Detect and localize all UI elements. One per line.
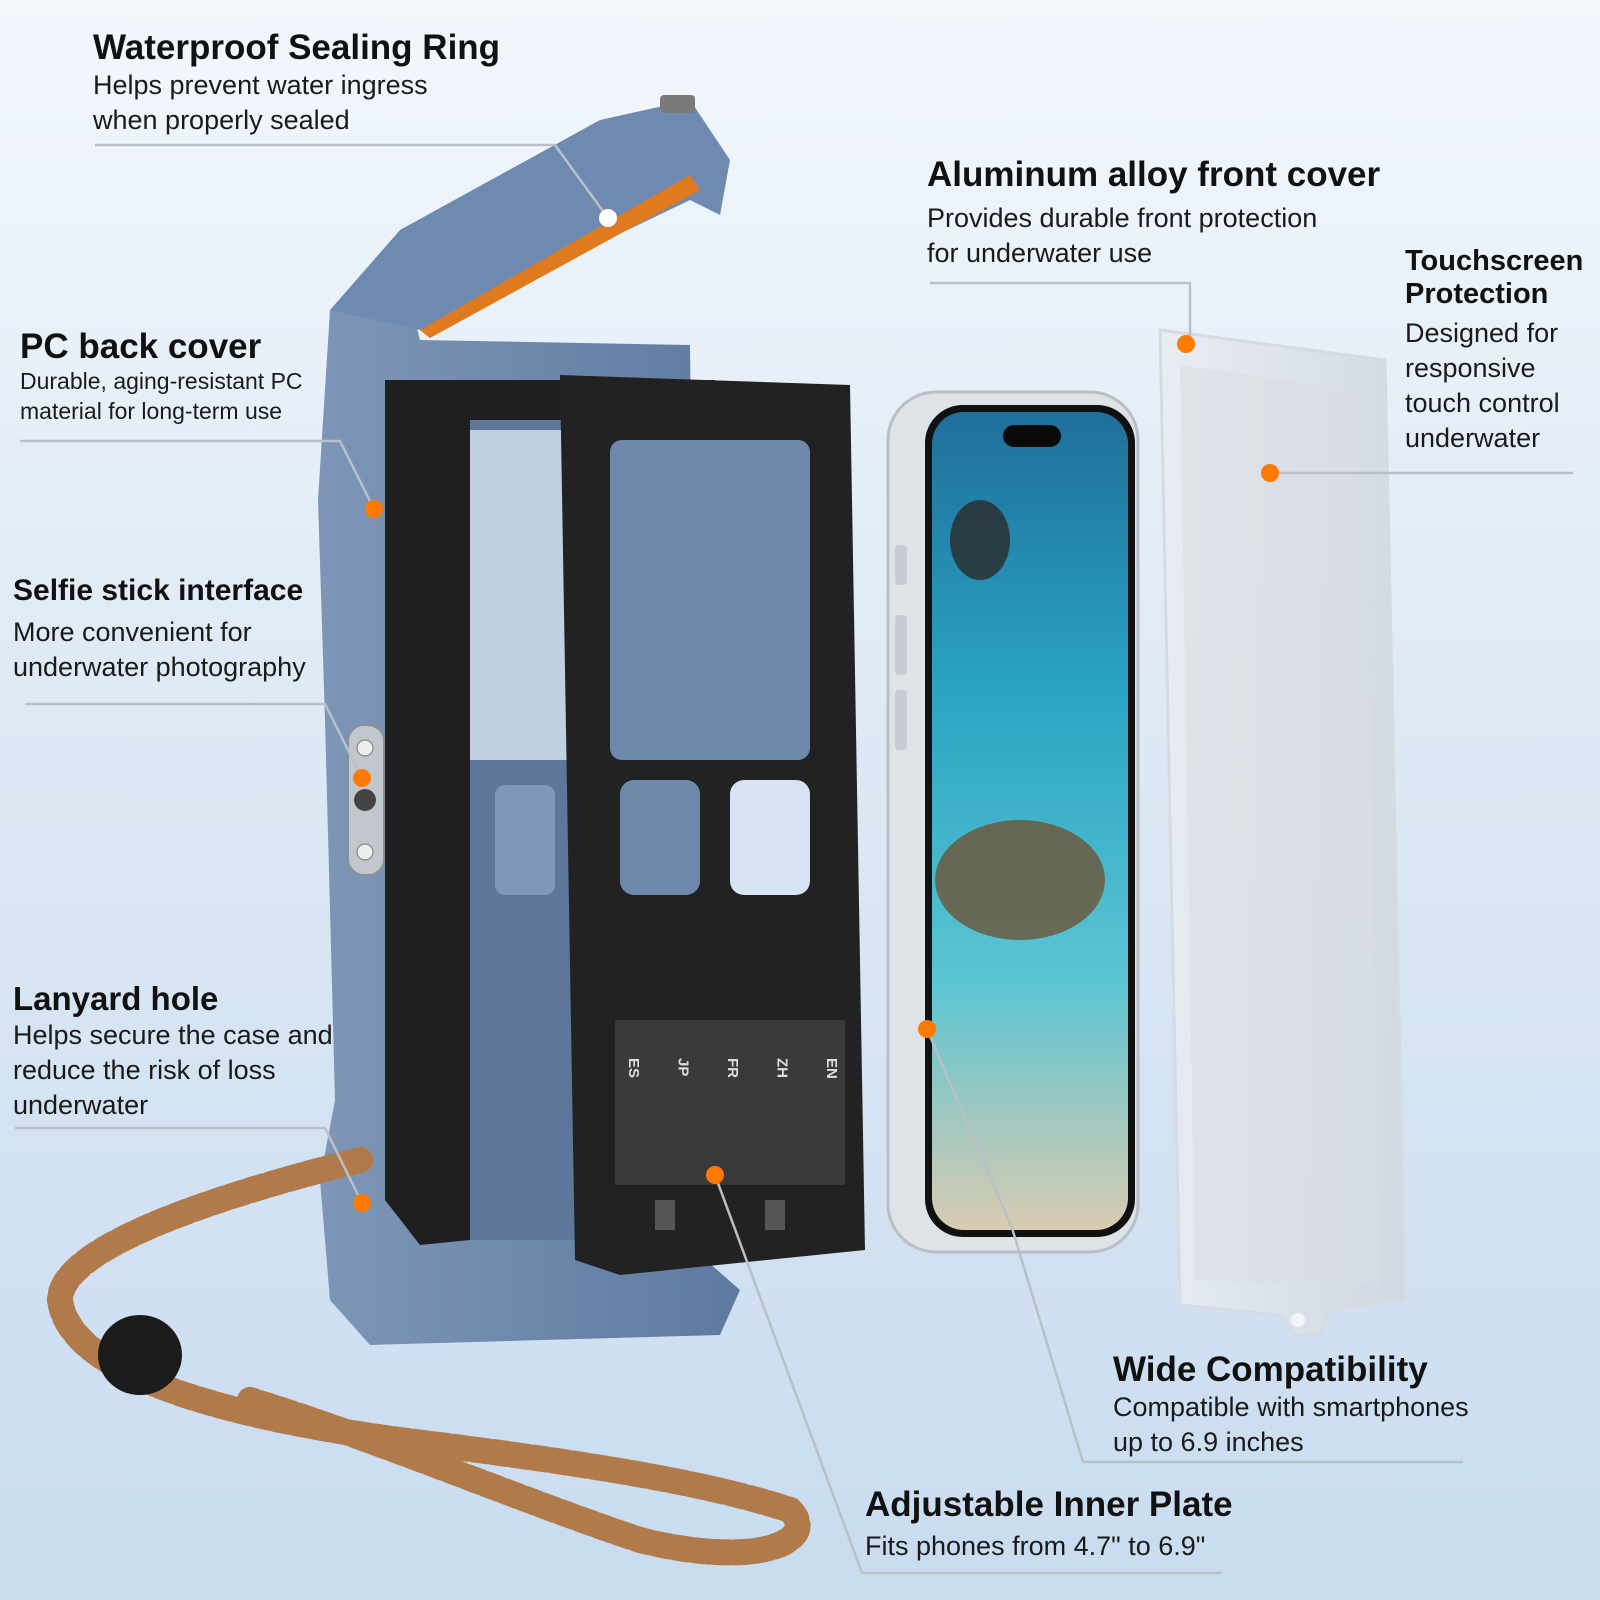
callout-text: underwater [1405, 422, 1541, 453]
sealing-ring-strip [420, 175, 700, 338]
callout-pc-back-cover: PC back cover Durable, aging-resistant P… [20, 327, 303, 427]
plate-lang: EN [823, 1058, 840, 1079]
callout-text: underwater photography [13, 651, 306, 682]
dot-inner-plate [706, 1166, 724, 1184]
callout-selfie-stick: Selfie stick interface More convenient f… [13, 574, 306, 685]
callout-text: Durable, aging-resistant PC [20, 368, 303, 395]
callout-title: Lanyard hole [13, 980, 219, 1017]
selfie-stick-mount [347, 724, 385, 876]
callout-inner-plate: Adjustable Inner Plate Fits phones from … [865, 1485, 1233, 1564]
dot-selfie-stick [353, 769, 371, 787]
callout-text: up to 6.9 inches [1113, 1427, 1304, 1458]
diver [950, 500, 1010, 580]
callout-title: Touchscreen [1405, 245, 1584, 277]
callout-text: responsive [1405, 352, 1536, 383]
dot-pc-back-cover [365, 500, 383, 518]
sea-turtle [935, 820, 1105, 940]
callout-text: reduce the risk of loss [13, 1055, 276, 1086]
dot-touchscreen [1261, 464, 1279, 482]
callout-text: Designed for [1405, 317, 1559, 348]
dot-front-cover [1177, 335, 1195, 353]
callout-text: More convenient for [13, 616, 252, 647]
plate-language-tabs: ES JP FR ZH EN [625, 1058, 840, 1079]
lanyard [46, 1147, 811, 1566]
callout-text: when properly sealed [93, 105, 350, 136]
callout-title: Adjustable Inner Plate [865, 1485, 1233, 1524]
plate-lang: ES [625, 1058, 642, 1079]
thumb-screw [660, 95, 695, 113]
callout-text: Helps prevent water ingress [93, 70, 428, 101]
callout-text: Provides durable front protection [927, 203, 1318, 234]
plate-lang: ZH [773, 1058, 791, 1078]
lanyard-cord-lock [98, 1315, 182, 1395]
dynamic-island [1003, 425, 1061, 447]
plate-lang: JP [674, 1058, 692, 1077]
touchscreen-cover [1158, 328, 1407, 1337]
smartphone [886, 390, 1140, 1254]
callout-title: Aluminum alloy front cover [927, 155, 1381, 194]
callout-title: Wide Compatibility [1113, 1350, 1428, 1389]
callout-dots [353, 209, 1279, 1212]
dot-compatibility [918, 1020, 936, 1038]
callout-title: PC back cover [20, 327, 262, 366]
dot-lanyard-hole [353, 1194, 371, 1212]
callout-text: Helps secure the case and [13, 1019, 333, 1050]
lid-clamp [330, 95, 730, 338]
callout-front-cover: Aluminum alloy front cover Provides dura… [927, 155, 1380, 271]
callout-text: material for long-term use [20, 398, 283, 425]
callout-title: Selfie stick interface [13, 574, 304, 607]
callout-compatibility: Wide Compatibility Compatible with smart… [1113, 1350, 1469, 1460]
callout-text: Compatible with smartphones [1113, 1392, 1469, 1423]
callout-touchscreen: Touchscreen Protection Designed for resp… [1405, 245, 1583, 456]
callout-text: Fits phones from 4.7" to 6.9" [865, 1531, 1206, 1562]
callout-sealing-ring: Waterproof Sealing Ring Helps prevent wa… [93, 28, 500, 138]
callout-title: Waterproof Sealing Ring [93, 28, 501, 67]
plate-lang: FR [724, 1058, 741, 1078]
inner-plate-label-area [615, 1020, 845, 1185]
callout-text: underwater [13, 1090, 149, 1121]
dot-sealing-ring [599, 209, 617, 227]
inner-plate-frame [560, 375, 865, 1275]
callout-title: Protection [1405, 278, 1549, 311]
callout-text: touch control [1405, 387, 1560, 418]
callout-lanyard-hole: Lanyard hole Helps secure the case and r… [13, 980, 333, 1123]
callout-text: for underwater use [927, 238, 1153, 269]
leader-lines [15, 143, 1573, 1575]
